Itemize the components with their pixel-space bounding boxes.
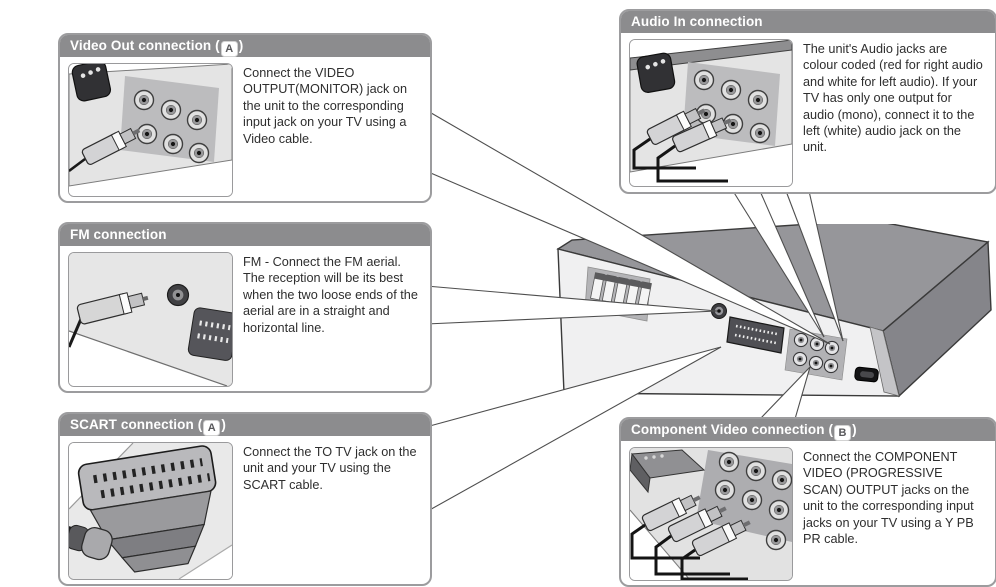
scart-plug-icon xyxy=(69,445,217,573)
scart-cable-icon xyxy=(69,522,113,561)
speaker-terminals xyxy=(584,266,652,322)
callout-fm-title: FM connection xyxy=(60,224,430,246)
unit-back-panel xyxy=(557,248,900,397)
label-badge-a: A xyxy=(203,420,221,436)
callout-video-out: Video Out connection (A) xyxy=(58,33,432,203)
callout-audio-in-title: Audio In connection xyxy=(621,11,995,33)
power-plug-icon xyxy=(70,64,113,103)
power-plug-icon xyxy=(635,51,677,95)
callout-audio-in: Audio In connection xyxy=(619,9,996,194)
scart-illustration xyxy=(68,442,233,580)
hdmi-port xyxy=(854,366,879,383)
fm-aerial-plug-icon xyxy=(76,292,149,325)
component-video-illustration xyxy=(629,447,793,581)
callout-component-video: Component Video connection (B) xyxy=(619,417,996,587)
leader-audio-left xyxy=(732,190,825,338)
unit-rear-illustration xyxy=(556,224,992,398)
scart-port xyxy=(726,316,785,354)
callout-fm: FM connection xyxy=(58,222,432,393)
video-out-illustration xyxy=(68,63,233,197)
callout-video-out-description: Connect the VIDEO OUTPUT(MONITOR) jack o… xyxy=(243,66,408,146)
callout-scart: SCART connection (A) xyxy=(58,412,432,586)
audio-in-illustration xyxy=(629,39,793,187)
callout-component-video-title: Component Video connection (B) xyxy=(621,419,995,441)
leader-audio-right xyxy=(785,190,844,342)
label-badge-b: B xyxy=(834,425,852,441)
fm-illustration xyxy=(68,252,233,387)
callout-audio-in-description: The unit's Audio jacks are colour coded … xyxy=(803,42,983,155)
unit-right-face xyxy=(882,240,992,398)
fm-antenna-jack xyxy=(711,303,727,319)
unit-top-face xyxy=(556,224,990,332)
leader-component xyxy=(759,366,811,420)
callout-fm-description: FM - Connect the FM aerial. The receptio… xyxy=(243,255,418,335)
fm-jack-icon xyxy=(166,283,190,307)
callout-scart-title: SCART connection (A) xyxy=(60,414,430,436)
callout-component-video-description: Connect the COMPONENT VIDEO (PROGRESSIVE… xyxy=(803,450,974,547)
callout-scart-description: Connect the TO TV jack on the unit and y… xyxy=(243,445,417,492)
unit-corner-icon xyxy=(630,449,706,494)
scart-port-partial-icon xyxy=(187,307,232,361)
label-badge-a: A xyxy=(220,41,238,57)
rca-output-jacks xyxy=(784,328,848,381)
callout-video-out-title: Video Out connection (A) xyxy=(60,35,430,57)
leader-fm xyxy=(425,285,718,325)
